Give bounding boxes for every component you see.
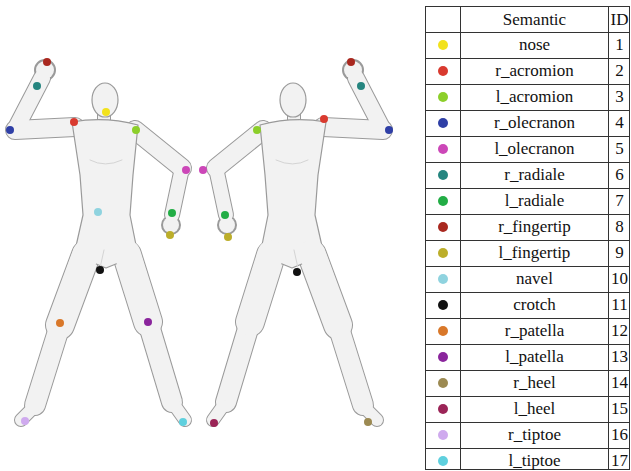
table-rule — [425, 58, 630, 59]
legend-swatch — [438, 274, 448, 284]
front-figure — [15, 60, 185, 420]
table-rule — [425, 396, 630, 397]
table-rule — [425, 422, 630, 423]
legend-text: r_fingertip — [498, 218, 571, 235]
table-rule — [425, 214, 630, 215]
legend-text: nose — [519, 36, 550, 53]
legend-swatch — [438, 66, 448, 76]
legend-text: l_tiptoe — [509, 452, 561, 469]
legend-text: l_acromion — [496, 88, 573, 105]
id-number: 15 — [611, 400, 628, 417]
id-number: 17 — [611, 452, 628, 469]
id-number: 2 — [615, 62, 624, 79]
legend-swatch — [438, 40, 448, 50]
table-rule — [425, 344, 630, 345]
table-header: Semantic — [503, 11, 566, 28]
legend-text: l_olecranon — [494, 140, 574, 157]
legend-swatch — [438, 144, 448, 154]
table-rule — [425, 240, 630, 241]
id-number: 11 — [611, 296, 627, 313]
table-rule — [425, 318, 630, 319]
table-rule — [425, 370, 630, 371]
id-number: 14 — [611, 374, 628, 391]
table-grid — [425, 6, 630, 470]
legend-swatch — [438, 196, 448, 206]
legend-swatch — [438, 170, 448, 180]
legend-text: l_fingertip — [499, 244, 571, 261]
legend-text: l_patella — [505, 348, 564, 365]
legend-text: r_tiptoe — [508, 426, 561, 443]
legend-swatch — [438, 92, 448, 102]
legend-text: r_heel — [513, 374, 555, 391]
table-rule — [425, 32, 630, 33]
table-rule — [425, 266, 630, 267]
back-figure — [213, 60, 383, 420]
id-number: 6 — [615, 166, 624, 183]
id-number: 12 — [611, 322, 628, 339]
id-number: 10 — [611, 270, 628, 287]
legend-swatch — [438, 118, 448, 128]
table-rule — [425, 162, 630, 163]
legend-swatch — [438, 378, 448, 388]
legend-swatch — [438, 404, 448, 414]
legend-text: r_acromion — [495, 62, 573, 79]
legend-text: r_patella — [505, 322, 564, 339]
table-rule — [425, 84, 630, 85]
id-number: 8 — [615, 218, 624, 235]
id-number: 7 — [615, 192, 624, 209]
legend-text: l_radiale — [505, 192, 564, 209]
id-number: 9 — [615, 244, 624, 261]
legend-swatch — [438, 430, 448, 440]
legend-text: crotch — [513, 296, 555, 313]
id-number: 4 — [615, 114, 624, 131]
id-number: 13 — [611, 348, 628, 365]
legend-swatch — [438, 248, 448, 258]
table-rule — [425, 136, 630, 137]
legend-swatch — [438, 352, 448, 362]
legend-text: r_radiale — [504, 166, 564, 183]
landmark-dots — [6, 58, 393, 427]
legend-swatch — [438, 456, 448, 466]
id-number: 16 — [611, 426, 628, 443]
legend-swatch — [438, 300, 448, 310]
id-number: 3 — [615, 88, 624, 105]
table-rule — [425, 448, 630, 449]
legend-swatch — [438, 222, 448, 232]
legend-swatch — [438, 326, 448, 336]
id-number: 5 — [615, 140, 624, 157]
table-rule — [425, 110, 630, 111]
legend-text: navel — [516, 270, 553, 287]
table-rule — [425, 188, 630, 189]
table-rule — [425, 292, 630, 293]
legend-text: r_olecranon — [494, 114, 575, 131]
id-number: 1 — [615, 36, 624, 53]
table-header: ID — [611, 11, 629, 28]
legend-text: l_heel — [514, 400, 556, 417]
